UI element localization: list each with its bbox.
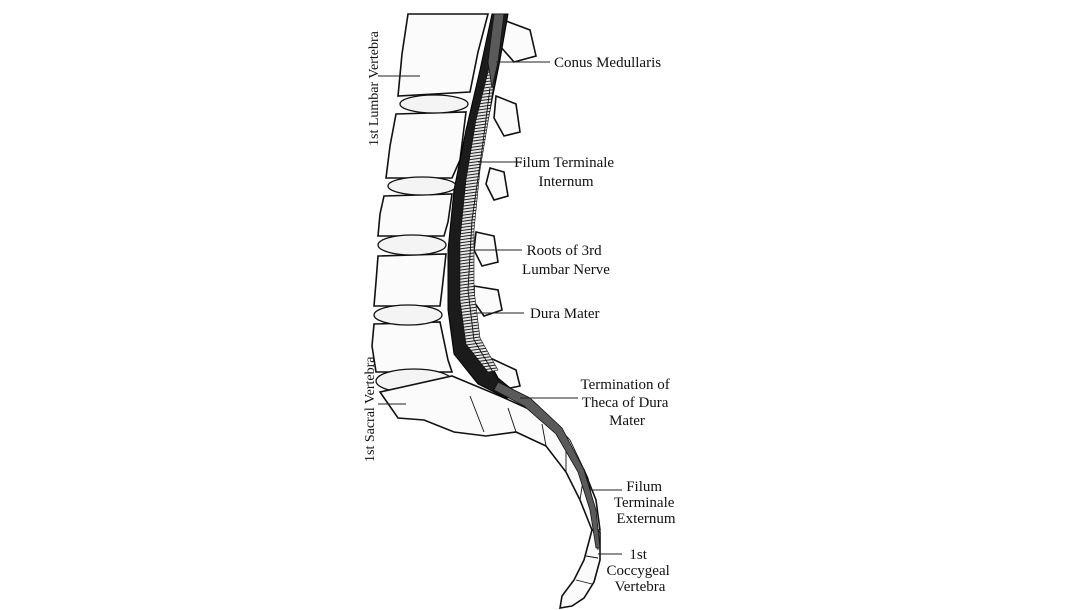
intervertebral-disc (373, 304, 443, 326)
label-line: 1st (629, 547, 647, 563)
label-termination-theca: Termination of Theca of Dura Mater (580, 377, 673, 429)
vertebral-body-l3 (377, 193, 453, 237)
label-line: Externum (616, 511, 675, 527)
label-first-lumbar-vertebra: 1st Lumbar Vertebra (367, 30, 382, 146)
label-first-sacral-vertebra: 1st Sacral Vertebra (363, 356, 378, 462)
label-roots-3rd-lumbar-nerve: Roots of 3rd Lumbar Nerve (522, 243, 610, 278)
label-line: Internum (539, 174, 594, 190)
vertebral-body-l5 (371, 321, 454, 373)
conus-medullaris (487, 13, 505, 89)
label-line: Vertebra (615, 579, 666, 595)
label-line: Roots of 3rd (527, 243, 603, 259)
spinal-canal (447, 13, 601, 551)
vertebral-body-l2 (385, 111, 467, 179)
spinous-process (493, 94, 521, 137)
label-line: Coccygeal (606, 563, 669, 579)
spinous-process (485, 167, 509, 201)
label-line: Filum (626, 479, 662, 495)
label-line: Theca of Dura (582, 395, 669, 411)
label-line: Termination of (580, 377, 669, 393)
cauda-equina (459, 39, 501, 373)
intervertebral-disc (377, 234, 447, 256)
intervertebral-disc (399, 94, 469, 114)
leader-lines (378, 61, 622, 555)
label-line: Filum Terminale (514, 155, 614, 171)
label-line: Lumbar Nerve (522, 262, 610, 278)
spinous-process (473, 285, 503, 317)
label-line: Terminale (614, 495, 675, 511)
label-line: Mater (609, 413, 645, 429)
sacral-canal (493, 381, 601, 549)
label-dura-mater: Dura Mater (530, 306, 600, 322)
intervertebral-disc (387, 176, 457, 196)
vertebral-column (371, 13, 601, 609)
label-conus-medullaris: Conus Medullaris (554, 55, 661, 71)
label-filum-terminale-internum: Filum Terminale Internum (514, 155, 618, 190)
labels: Conus Medullaris Filum Terminale Internu… (363, 30, 678, 595)
coccyx (559, 529, 601, 609)
vertebral-body-l1 (397, 13, 490, 97)
label-filum-terminale-externum: Filum Terminale Externum (614, 479, 678, 527)
spinous-process (473, 231, 499, 267)
vertebral-body-l4 (373, 253, 447, 307)
label-first-coccygeal-vertebra: 1st Coccygeal Vertebra (606, 547, 673, 595)
